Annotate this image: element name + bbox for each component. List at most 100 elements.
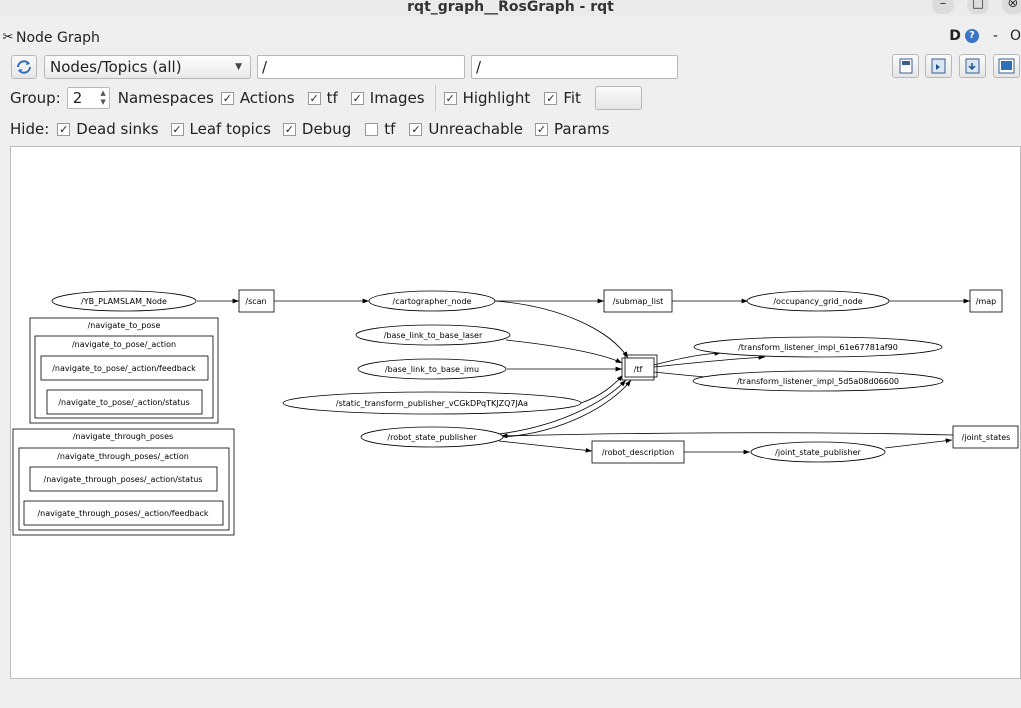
spin-arrows-icon[interactable]: ▲▼ (100, 89, 106, 106)
graph-topics (238, 289, 1019, 464)
topic-submap-list[interactable] (603, 289, 673, 313)
plugin-title: Node Graph (16, 30, 100, 46)
label-occupancy: /occupancy_grid_node (773, 297, 862, 306)
node-cartographer[interactable] (368, 290, 496, 312)
label-yb-plamslam: /YB_PLAMSLAM_Node (81, 297, 167, 306)
topic-nav-through-status[interactable] (29, 466, 218, 492)
window-title: rqt_graph__RosGraph - rqt (407, 0, 614, 15)
plugin-icon: ✂ (2, 30, 14, 45)
maximize-button[interactable]: □ (967, 0, 989, 14)
cluster-nav-through (12, 428, 235, 536)
image-icon (998, 58, 1015, 74)
topic-scan[interactable] (238, 289, 275, 313)
topic-joint-states[interactable] (952, 425, 1019, 449)
params-checkbox[interactable]: ✓ (535, 122, 549, 136)
group-value: 2 (72, 89, 83, 107)
save-svg-icon (965, 58, 980, 74)
cluster-nav-to-pose-action (34, 335, 214, 419)
dead-sinks-label: Dead sinks (76, 120, 159, 138)
minimize-button[interactable]: – (932, 0, 954, 14)
plugin-title-buttons: D ? - O (949, 28, 1021, 44)
node-robot-state[interactable] (360, 426, 504, 448)
label-tf: /tf (634, 365, 643, 374)
namespaces-label: Namespaces (117, 89, 214, 107)
cluster-nav-through-action (18, 447, 230, 531)
save-dot-button[interactable] (925, 54, 952, 78)
label-transform-listener-1: /transform_listener_impl_61e67781af90 (738, 343, 898, 352)
unreachable-checkbox[interactable]: ✓ (409, 122, 423, 136)
edge (500, 432, 954, 439)
node-transform-listener-2[interactable] (692, 370, 944, 392)
dock-button[interactable]: D (949, 28, 961, 44)
save-image-button[interactable] (993, 54, 1020, 78)
hide-label: Hide: (10, 120, 50, 138)
node-filter-input[interactable]: / (257, 55, 465, 79)
label-cartographer: /cartographer_node (393, 297, 472, 306)
hide-tf-checkbox[interactable] (365, 122, 379, 136)
refresh-button[interactable] (11, 55, 37, 79)
node-filter-value: / (262, 58, 268, 76)
node-base-laser[interactable] (355, 324, 511, 346)
view-mode-select[interactable]: Nodes/Topics (all) ▼ (44, 55, 251, 79)
node-base-imu[interactable] (357, 358, 507, 380)
hide-row: Hide: ✓ Dead sinks ✓ Leaf topics ✓ Debug… (10, 119, 609, 139)
topic-map[interactable] (969, 289, 1003, 313)
dead-sinks-checkbox[interactable]: ✓ (57, 122, 71, 136)
fit-in-view-button[interactable] (594, 86, 642, 110)
graph-edges (197, 298, 970, 455)
save-dot-icon (931, 58, 946, 74)
unreachable-label: Unreachable (428, 120, 524, 138)
minimize-plugin-button[interactable]: - (992, 28, 998, 44)
window-titlebar: rqt_graph__RosGraph - rqt (0, 0, 1021, 16)
label-submap-list: /submap_list (613, 297, 664, 306)
view-mode-value: Nodes/Topics (all) (50, 58, 182, 76)
load-dot-button[interactable] (892, 54, 919, 78)
cluster-nav-to-pose (29, 317, 219, 424)
label-nav-through-status: /navigate_through_poses/_action/status (44, 475, 203, 484)
save-svg-button[interactable] (959, 54, 986, 78)
document-icon (899, 58, 913, 74)
label-scan: /scan (245, 297, 266, 306)
hide-tf-label: tf (384, 120, 396, 138)
label-robot-description: /robot_description (602, 448, 674, 457)
topic-nav-to-pose-feedback[interactable] (40, 355, 209, 381)
fit-label: Fit (563, 89, 581, 107)
debug-checkbox[interactable]: ✓ (282, 122, 296, 136)
label-nav-through: /navigate_through_poses (73, 432, 173, 441)
help-icon[interactable]: ? (964, 29, 979, 43)
images-label: Images (369, 89, 425, 107)
topic-nav-to-pose-status[interactable] (46, 389, 203, 415)
graph-clusters (12, 317, 235, 536)
node-joint-state[interactable] (750, 441, 886, 463)
node-static-tf[interactable] (282, 391, 582, 415)
refresh-icon (17, 60, 31, 74)
actions-checkbox[interactable]: ✓ (220, 91, 234, 105)
node-yb-plamslam[interactable] (51, 290, 197, 312)
close-button[interactable]: ⊗ (1002, 0, 1021, 14)
label-nav-to-pose-action: /navigate_to_pose/_action (72, 340, 176, 349)
topic-tf[interactable] (621, 357, 655, 381)
graph-svg[interactable]: /YB_PLAMSLAM_Node /scan /cartographer_no… (11, 147, 1021, 680)
topic-robot-description[interactable] (591, 440, 685, 464)
images-checkbox[interactable]: ✓ (350, 91, 364, 105)
leaf-topics-checkbox[interactable]: ✓ (170, 122, 184, 136)
params-label: Params (554, 120, 610, 138)
topic-tf-shadow (624, 354, 658, 378)
highlight-checkbox[interactable]: ✓ (443, 91, 457, 105)
edge (505, 339, 623, 364)
tf-checkbox[interactable]: ✓ (307, 91, 321, 105)
graph-canvas[interactable]: /YB_PLAMSLAM_Node /scan /cartographer_no… (10, 146, 1021, 679)
edge (498, 440, 593, 453)
label-base-imu: /base_link_to_base_imu (385, 365, 479, 374)
graph-labels: /YB_PLAMSLAM_Node /scan /cartographer_no… (37, 297, 1010, 518)
node-transform-listener-1[interactable] (693, 336, 943, 358)
node-occupancy-grid[interactable] (746, 290, 890, 312)
topic-nav-through-feedback[interactable] (23, 500, 224, 526)
group-spinbox[interactable]: 2 ▲▼ (66, 87, 110, 109)
label-map: /map (976, 297, 996, 306)
group-label: Group: (10, 89, 61, 107)
close-plugin-button[interactable]: O (1009, 28, 1021, 44)
fit-checkbox[interactable]: ✓ (544, 91, 558, 105)
edge (494, 300, 629, 359)
topic-filter-input[interactable]: / (471, 55, 678, 79)
